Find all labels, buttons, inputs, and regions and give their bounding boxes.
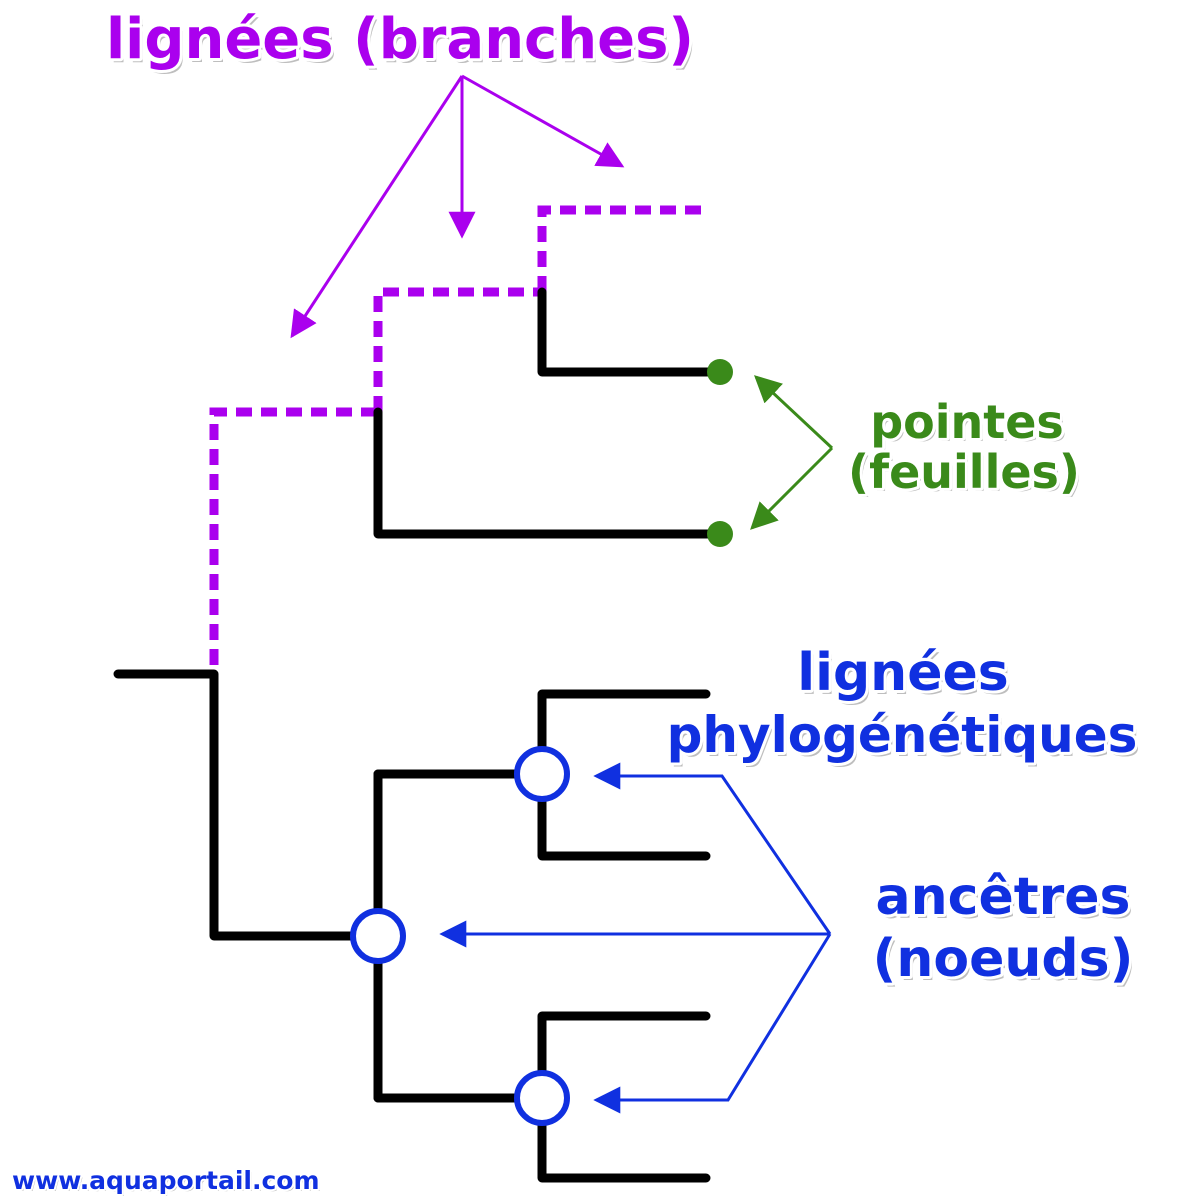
svg-text:(noeuds): (noeuds) xyxy=(876,933,1137,993)
upper-inner-branch xyxy=(373,407,717,539)
svg-text:pointes: pointes xyxy=(873,398,1067,452)
tip-leaf-bottom xyxy=(707,521,733,547)
node-ancestor-upper xyxy=(514,746,570,802)
upper-top-branch xyxy=(537,287,717,377)
node-arrows xyxy=(439,762,832,1114)
label-tips: pointes pointes (feuilles) (feuilles) xyxy=(845,392,1083,502)
dashed-branch-middle xyxy=(373,287,542,412)
svg-text:lignées: lignées xyxy=(797,643,1008,703)
svg-text:lignées (branches): lignées (branches) xyxy=(106,7,694,72)
label-branches: lignées (branches) lignées (branches) xyxy=(103,4,697,76)
svg-text:lignées (branches): lignées (branches) xyxy=(109,11,697,76)
root-branch xyxy=(113,669,383,941)
svg-text:(feuilles): (feuilles) xyxy=(848,445,1080,499)
ancestor-nodes xyxy=(350,746,570,1126)
svg-text:www.aquaportail.com: www.aquaportail.com xyxy=(12,1166,320,1195)
svg-text:www.aquaportail.com: www.aquaportail.com xyxy=(14,1168,322,1197)
dashed-branch-root xyxy=(209,407,378,665)
svg-text:ancêtres: ancêtres xyxy=(876,867,1131,927)
svg-text:(noeuds): (noeuds) xyxy=(873,929,1134,989)
tip-arrows xyxy=(750,375,834,530)
tip-arrow-bottom xyxy=(750,446,834,530)
label-ancestors: ancêtres ancêtres (noeuds) (noeuds) xyxy=(870,864,1137,993)
watermark: www.aquaportail.com www.aquaportail.com xyxy=(10,1164,322,1197)
branch-arrows xyxy=(290,74,625,339)
tip-leaf-top xyxy=(707,359,733,385)
svg-text:(feuilles): (feuilles) xyxy=(851,448,1083,502)
upper-clade xyxy=(373,287,717,539)
node-arrow-upper xyxy=(593,762,832,935)
tip-arrow-top xyxy=(754,375,834,450)
lower-clade xyxy=(113,669,711,1183)
svg-text:phylogénétiques: phylogénétiques xyxy=(670,710,1141,768)
branch-arrow-left xyxy=(290,75,464,339)
svg-text:lignées: lignées xyxy=(800,647,1011,707)
dashed-branch-top xyxy=(537,205,708,292)
dashed-branches xyxy=(209,205,708,665)
svg-text:pointes: pointes xyxy=(870,395,1064,449)
label-lineages: lignées lignées phylogénétiques phylogén… xyxy=(664,640,1141,768)
node-arrow-lower xyxy=(593,933,832,1114)
svg-text:phylogénétiques: phylogénétiques xyxy=(667,706,1138,764)
node-ancestor-root xyxy=(350,908,406,964)
branch-arrow-right xyxy=(461,74,625,168)
svg-text:ancêtres: ancêtres xyxy=(879,871,1134,931)
node-ancestor-lower xyxy=(514,1070,570,1126)
